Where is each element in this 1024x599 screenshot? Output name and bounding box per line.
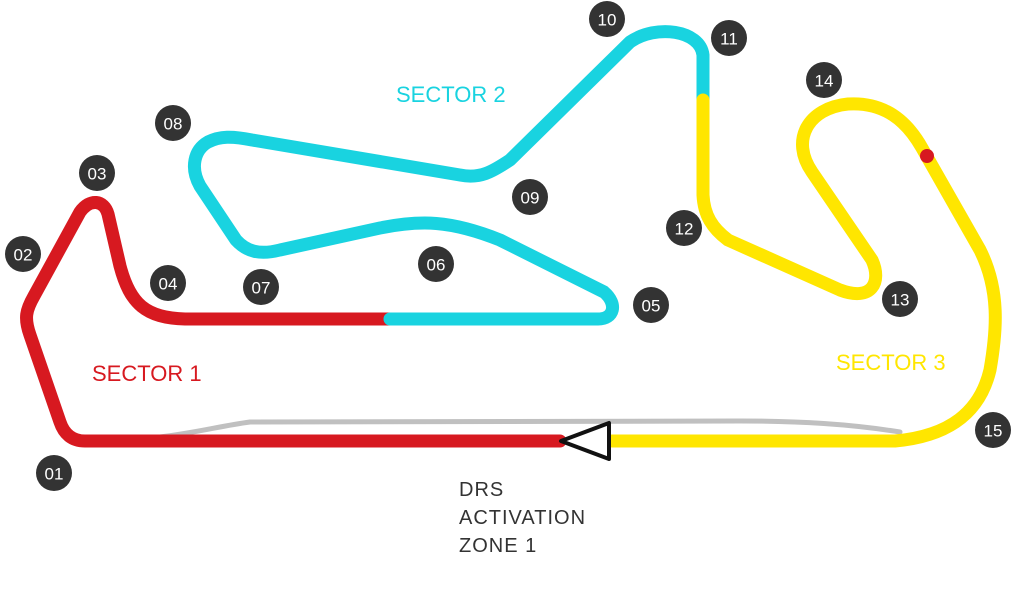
corner-number-11: 11 bbox=[720, 30, 738, 49]
corner-marker-04: 04 bbox=[150, 265, 186, 301]
corner-number-13: 13 bbox=[891, 291, 910, 310]
corner-number-06: 06 bbox=[427, 256, 446, 275]
sector-3-label: SECTOR 3 bbox=[836, 350, 946, 375]
sector-1-track bbox=[20, 196, 567, 448]
corner-number-14: 14 bbox=[815, 72, 834, 91]
sector-1-label: SECTOR 1 bbox=[92, 361, 202, 386]
corner-marker-11: 11 bbox=[711, 20, 747, 56]
corner-marker-14: 14 bbox=[806, 62, 842, 98]
corner-marker-07: 07 bbox=[243, 269, 279, 305]
corner-marker-03: 03 bbox=[79, 155, 115, 191]
corner-number-08: 08 bbox=[164, 115, 183, 134]
corner-number-12: 12 bbox=[675, 220, 694, 239]
sector-2-track bbox=[187, 25, 710, 326]
drs-label: DRS ACTIVATION ZONE 1 bbox=[459, 479, 593, 557]
drs-label-line-2: ACTIVATION bbox=[459, 507, 586, 529]
drs-label-line-1: DRS bbox=[459, 479, 504, 501]
corner-marker-08: 08 bbox=[155, 105, 191, 141]
corner-marker-12: 12 bbox=[666, 210, 702, 246]
corner-marker-09: 09 bbox=[512, 179, 548, 215]
corner-number-04: 04 bbox=[159, 275, 178, 294]
drs-label-line-3: ZONE 1 bbox=[459, 535, 537, 557]
corner-number-01: 01 bbox=[45, 465, 64, 484]
corner-marker-15: 15 bbox=[975, 412, 1011, 448]
corner-number-02: 02 bbox=[14, 246, 33, 265]
start-finish-marker bbox=[559, 421, 611, 461]
corner-number-10: 10 bbox=[598, 11, 617, 30]
sector-3-track bbox=[605, 93, 1002, 448]
pit-lane bbox=[157, 418, 903, 440]
corner-marker-01: 01 bbox=[36, 455, 72, 491]
corner-number-03: 03 bbox=[88, 165, 107, 184]
corner-marker-10: 10 bbox=[589, 1, 625, 37]
corner-number-09: 09 bbox=[521, 189, 540, 208]
corner-number-15: 15 bbox=[984, 422, 1003, 441]
corner-marker-05: 05 bbox=[633, 287, 669, 323]
corner-marker-06: 06 bbox=[418, 246, 454, 282]
corner-marker-02: 02 bbox=[5, 236, 41, 272]
corner-marker-13: 13 bbox=[882, 281, 918, 317]
drs-detection-dot bbox=[920, 149, 934, 163]
sector-2-label: SECTOR 2 bbox=[396, 82, 506, 107]
corner-number-07: 07 bbox=[252, 279, 271, 298]
corner-number-05: 05 bbox=[642, 297, 661, 316]
